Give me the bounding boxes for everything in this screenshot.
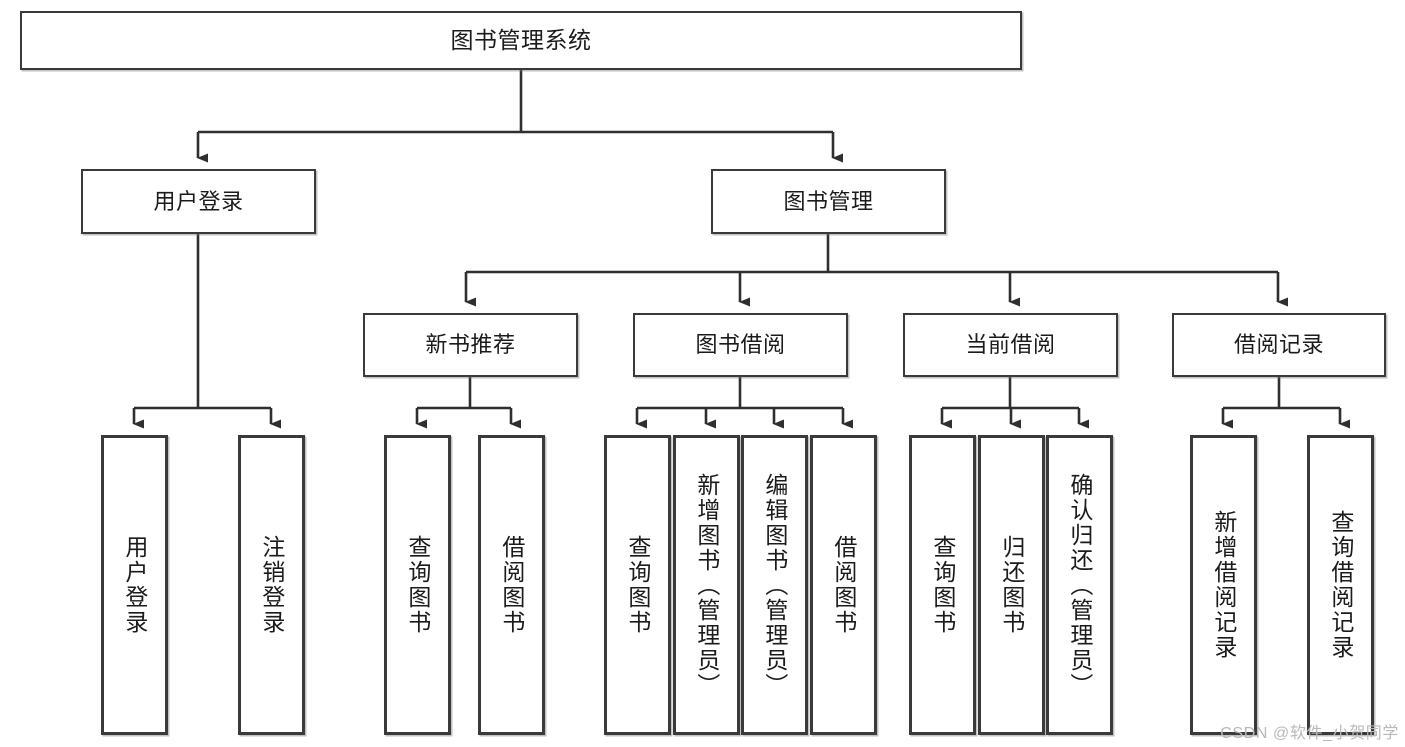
leaf-edit-book-admin[interactable]: 编辑图书（管理员）	[741, 435, 808, 735]
node-book-borrow-label: 图书借阅	[695, 332, 786, 358]
leaf-user-login[interactable]: 用户登录	[101, 435, 168, 735]
leaf-query-book-recommend[interactable]: 查询图书	[384, 435, 451, 735]
node-current-borrow-label: 当前借阅	[965, 332, 1056, 358]
leaf-add-borrow-record[interactable]: 新增借阅记录	[1190, 435, 1257, 735]
leaf-logout[interactable]: 注销登录	[238, 435, 305, 735]
leaf-query-borrow-record-label: 查询借阅记录	[1327, 510, 1354, 660]
leaf-borrow-book-recommend-label: 借阅图书	[498, 535, 525, 635]
leaf-query-borrow-record[interactable]: 查询借阅记录	[1307, 435, 1374, 735]
node-user-login-label: 用户登录	[153, 188, 244, 214]
leaf-return-book[interactable]: 归还图书	[978, 435, 1045, 735]
leaf-user-login-label: 用户登录	[121, 535, 148, 635]
leaf-query-book-recommend-label: 查询图书	[404, 535, 431, 635]
node-current-borrow[interactable]: 当前借阅	[903, 313, 1118, 377]
csdn-watermark: CSDN @软件_小贺同学	[1220, 725, 1399, 742]
node-borrow-record[interactable]: 借阅记录	[1172, 313, 1386, 377]
leaf-borrow-book[interactable]: 借阅图书	[810, 435, 877, 735]
leaf-confirm-return-admin-label: 确认归还（管理员）	[1066, 472, 1093, 698]
leaf-add-borrow-record-label: 新增借阅记录	[1210, 510, 1237, 660]
leaf-logout-label: 注销登录	[258, 535, 285, 635]
leaf-borrow-book-label: 借阅图书	[830, 535, 857, 635]
node-new-book-recommend[interactable]: 新书推荐	[363, 313, 578, 377]
node-borrow-record-label: 借阅记录	[1233, 332, 1324, 358]
node-root[interactable]: 图书管理系统	[20, 11, 1022, 70]
node-book-borrow[interactable]: 图书借阅	[633, 313, 848, 377]
leaf-add-book-admin-label: 新增图书（管理员）	[693, 472, 720, 698]
node-user-login[interactable]: 用户登录	[81, 169, 316, 234]
leaf-borrow-book-recommend[interactable]: 借阅图书	[478, 435, 545, 735]
node-book-management-label: 图书管理	[783, 188, 874, 214]
leaf-edit-book-admin-label: 编辑图书（管理员）	[761, 472, 788, 698]
leaf-confirm-return-admin[interactable]: 确认归还（管理员）	[1046, 435, 1113, 735]
leaf-query-book-current-label: 查询图书	[929, 535, 956, 635]
node-new-book-recommend-label: 新书推荐	[425, 332, 516, 358]
leaf-return-book-label: 归还图书	[998, 535, 1025, 635]
node-book-management[interactable]: 图书管理	[711, 169, 946, 234]
leaf-add-book-admin[interactable]: 新增图书（管理员）	[673, 435, 740, 735]
leaf-query-book-current[interactable]: 查询图书	[909, 435, 976, 735]
node-root-label: 图书管理系统	[450, 27, 592, 54]
leaf-query-book-borrow-label: 查询图书	[624, 535, 651, 635]
leaf-query-book-borrow[interactable]: 查询图书	[604, 435, 671, 735]
